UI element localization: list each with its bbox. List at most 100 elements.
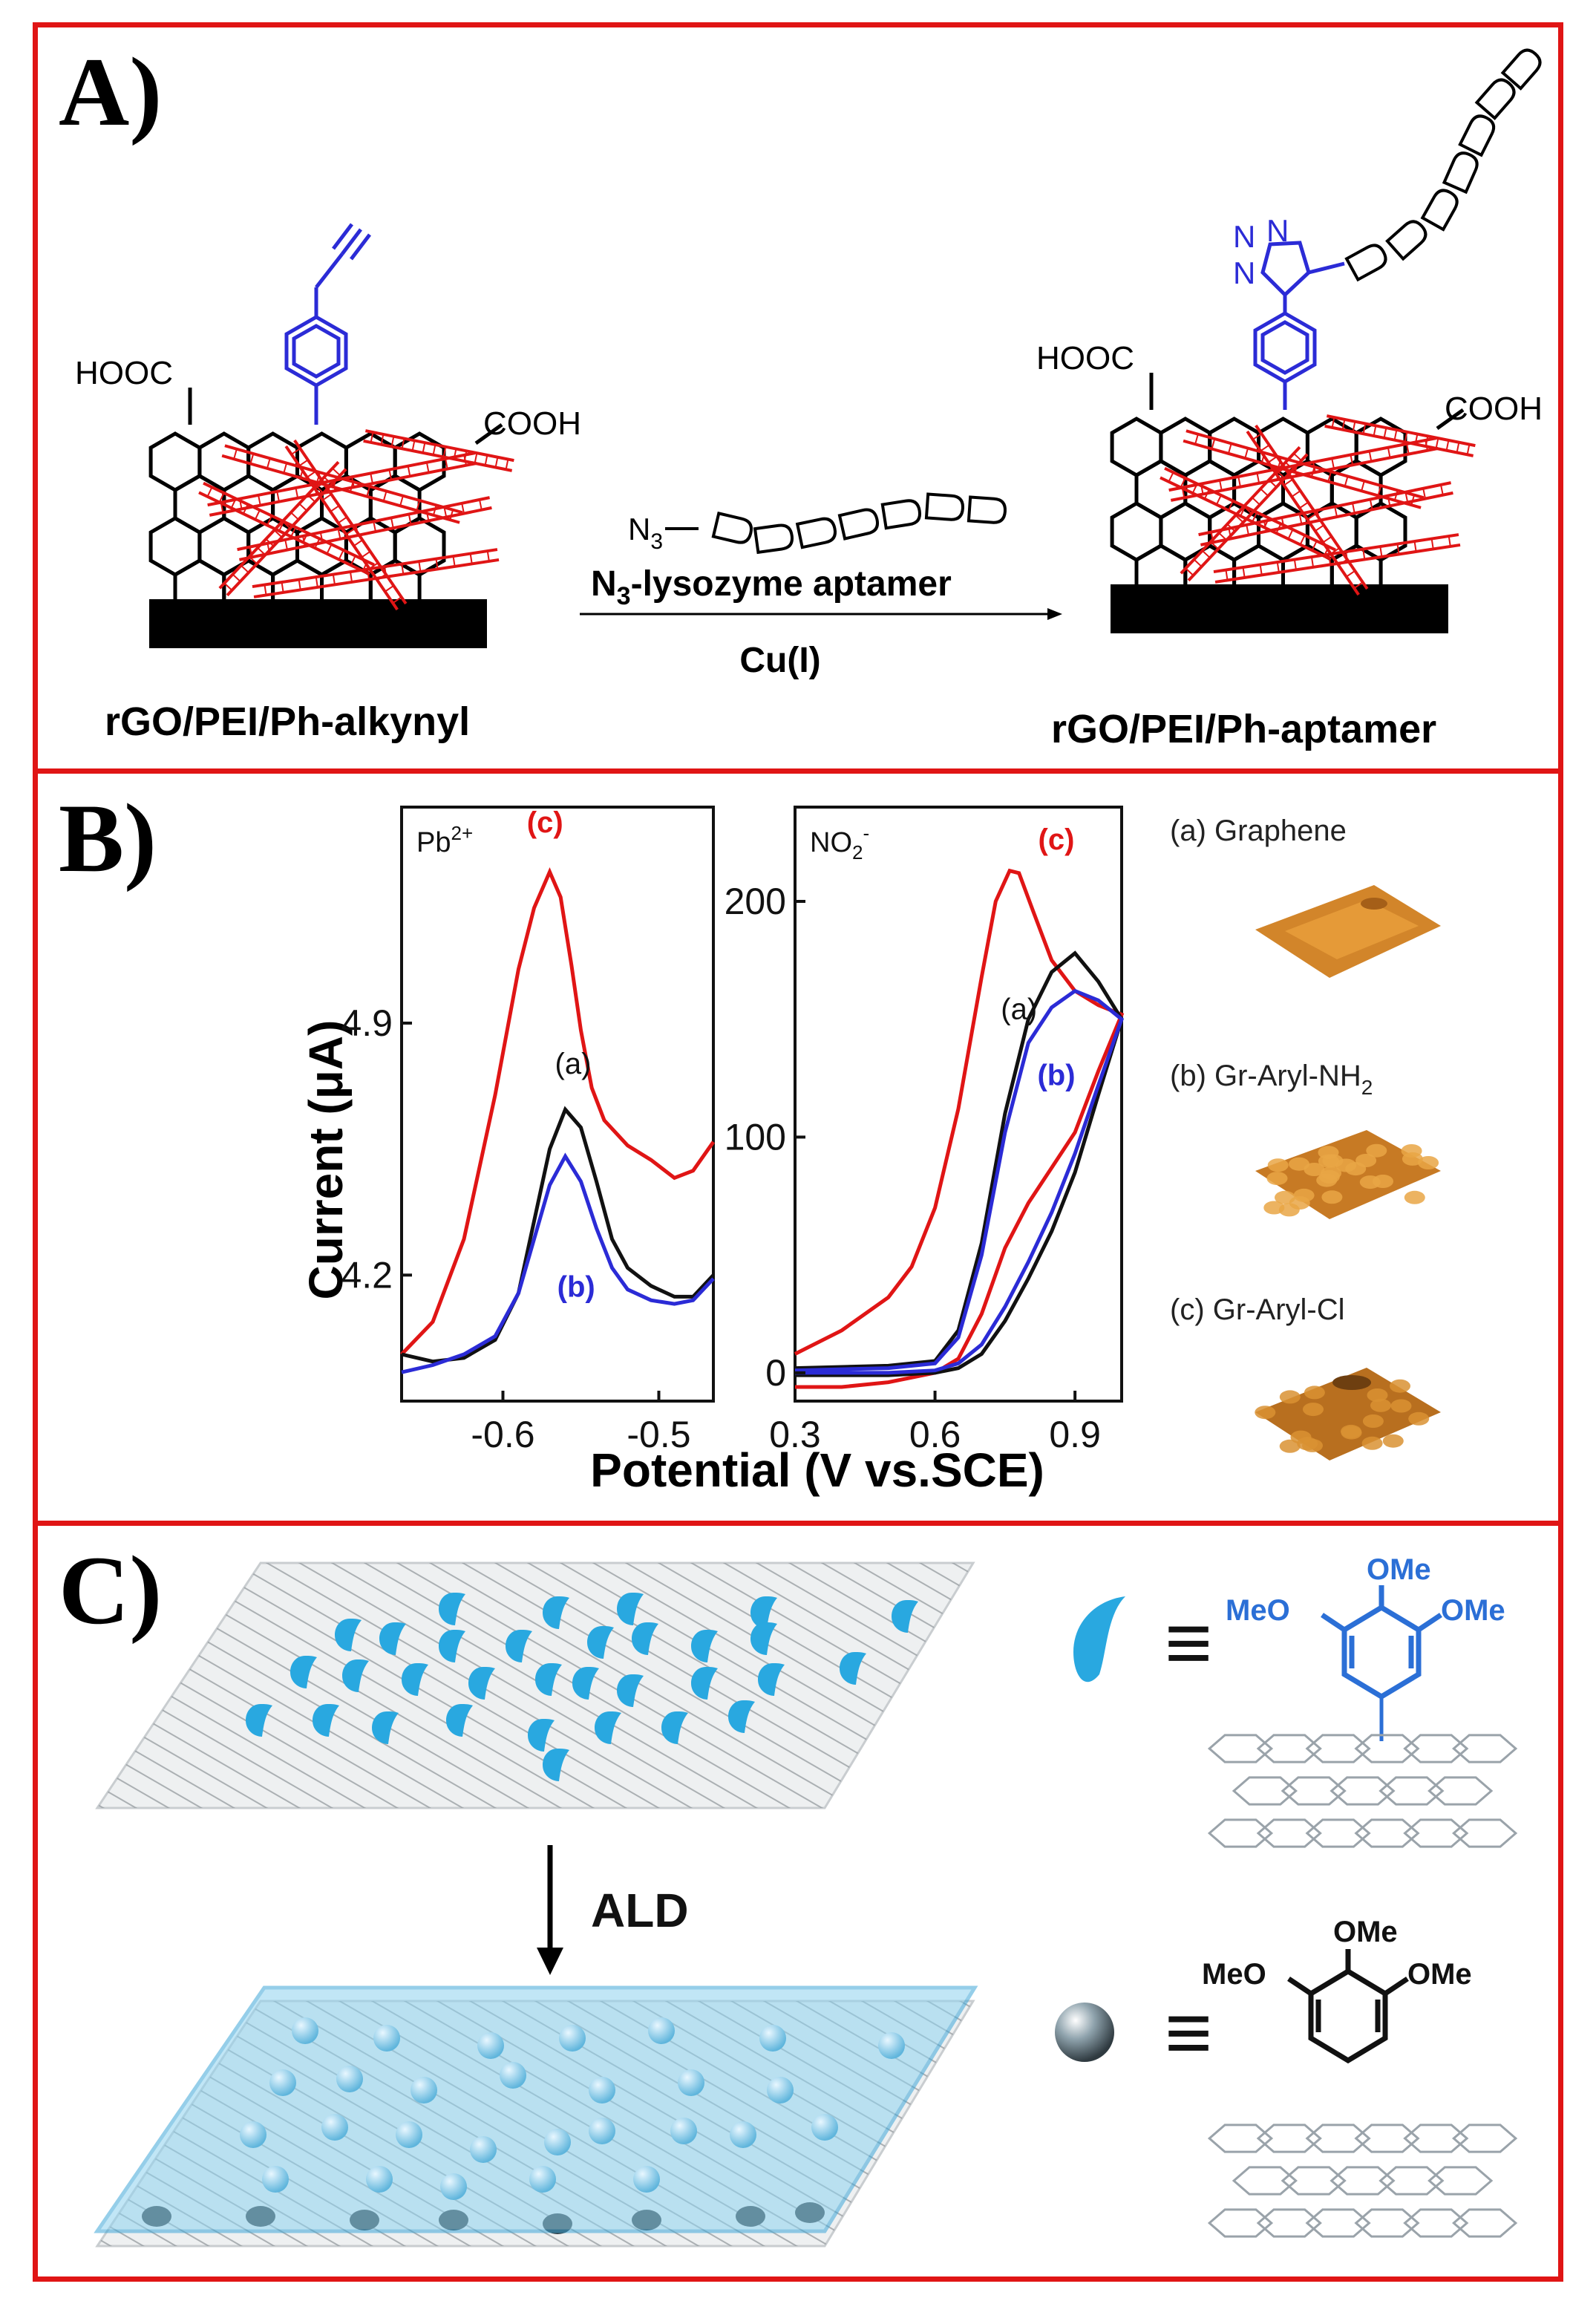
afm-grain — [1366, 1143, 1387, 1158]
afm-grain — [1321, 1190, 1343, 1204]
x-tick-label: -0.6 — [471, 1414, 534, 1455]
pei-rung — [1353, 581, 1364, 589]
pei-rung — [1263, 518, 1270, 528]
pei-rung — [266, 515, 272, 526]
pei-rung — [1425, 436, 1429, 447]
trimethoxyphenyl-drop — [691, 1667, 718, 1700]
pei-rung — [461, 503, 465, 514]
legend-b: (b) Gr-Aryl-NH2 — [1170, 1060, 1373, 1099]
pei-rung — [351, 477, 355, 488]
pei-rung — [366, 486, 371, 497]
pei-rung — [474, 452, 478, 464]
y-tick-label: 100 — [725, 1116, 786, 1158]
ald-sphere — [529, 2166, 556, 2193]
x-tick-label: -0.5 — [627, 1414, 690, 1455]
graphene-ring — [1452, 2208, 1518, 2238]
pei-rung — [249, 555, 258, 565]
pei-rung — [486, 550, 490, 562]
ald-sphere — [396, 2121, 422, 2148]
pei-rung — [1414, 434, 1419, 445]
graphene-ring — [1354, 2124, 1420, 2153]
pei-rung — [1185, 567, 1194, 576]
panel-c: C) ALD ≡ — [33, 1521, 1563, 2282]
pei-rung — [484, 454, 488, 466]
pei-rung — [282, 520, 291, 529]
x-tick-label: 0.9 — [1049, 1414, 1101, 1455]
pei-rung — [418, 561, 422, 572]
pei-rung — [425, 510, 430, 521]
catalyst-label: Cu(I) — [739, 641, 820, 680]
graphene-ring — [1354, 1734, 1420, 1763]
graphene-ring — [1256, 2208, 1322, 2238]
pei-rung — [445, 458, 448, 469]
pei-rung — [1362, 549, 1366, 560]
pei-rung — [284, 539, 288, 550]
pei-rung — [1260, 444, 1270, 452]
pei-rung — [283, 463, 288, 474]
pei-rung — [1275, 523, 1282, 534]
equiv-sign-bottom: ≡ — [1165, 1987, 1212, 2078]
trimethoxyphenyl-groups — [246, 1593, 918, 1781]
pei-strand — [1213, 533, 1459, 574]
trimethoxyphenyl-drop — [535, 1663, 562, 1696]
afm-grain — [1279, 1439, 1301, 1453]
pei-rung — [1246, 524, 1249, 535]
pei-rung — [1191, 483, 1198, 494]
bottom-ome-1: OMe — [1333, 1916, 1398, 1948]
pei-rung — [1227, 443, 1232, 454]
pei-rung — [1328, 554, 1332, 565]
trimethoxyphenyl-drop — [691, 1630, 718, 1662]
y-tick-label: 4.2 — [341, 1254, 393, 1296]
pei-rung — [324, 476, 333, 485]
ald-spheres — [240, 2017, 905, 2200]
pei-rung — [390, 518, 394, 529]
bottom-graphene-hexagons — [1207, 2124, 1518, 2238]
graphene-ring — [1452, 2124, 1518, 2153]
pei-strand — [207, 451, 476, 507]
ald-sphere — [269, 2069, 296, 2096]
afm-grain — [1359, 1175, 1381, 1189]
trimethoxyphenyl-structure — [1321, 1585, 1442, 1741]
graphene-ring — [1305, 1734, 1371, 1763]
pei-rung — [1396, 544, 1400, 555]
afm-grain — [1289, 1157, 1309, 1171]
trimethoxyphenyl-drop — [661, 1711, 688, 1744]
aptamer-nucleotide — [967, 495, 1007, 524]
pei-rung — [390, 436, 395, 447]
pei-rung — [1435, 437, 1439, 449]
trimethoxyphenyl-drop — [372, 1711, 399, 1744]
aptamer-nucleotide — [1442, 151, 1479, 195]
pei-rung — [1244, 448, 1249, 459]
pei-rung — [322, 493, 332, 501]
ald-sphere — [321, 2114, 348, 2141]
ald-sphere — [262, 2166, 289, 2193]
pei-rung — [276, 491, 280, 502]
ald-sphere — [589, 2118, 615, 2144]
right-phenyl-triazole — [1253, 241, 1345, 410]
pei-rung — [453, 448, 457, 460]
afm-grain — [1390, 1379, 1410, 1393]
trimethoxyphenyl-drop — [728, 1700, 755, 1733]
aptamer-nucleotide — [753, 523, 794, 555]
pei-rung — [494, 457, 499, 468]
pei-rung — [361, 550, 371, 558]
pei-rung — [1203, 489, 1210, 500]
aptamer-nucleotide — [1500, 48, 1542, 91]
pei-rung — [1252, 433, 1262, 440]
pei-rung — [1430, 538, 1434, 549]
trimethoxyphenyl-drop — [543, 1749, 569, 1781]
pei-rung — [370, 473, 373, 484]
pei-rung — [326, 544, 333, 555]
aptamer-nucleotide — [924, 492, 964, 521]
pei-rung — [443, 506, 448, 518]
sphere-symbol-icon — [1055, 2003, 1114, 2062]
pei-rung — [1275, 467, 1286, 474]
pei-rung — [242, 503, 249, 515]
pei-rung — [1383, 427, 1387, 439]
pei-rung — [411, 440, 416, 451]
aptamer-nucleotide — [837, 508, 879, 541]
series-label: (c) — [1039, 823, 1075, 856]
aptamer-nucleotide — [795, 517, 837, 549]
chart-title: Pb2+ — [416, 822, 473, 858]
pei-rung — [505, 459, 509, 470]
